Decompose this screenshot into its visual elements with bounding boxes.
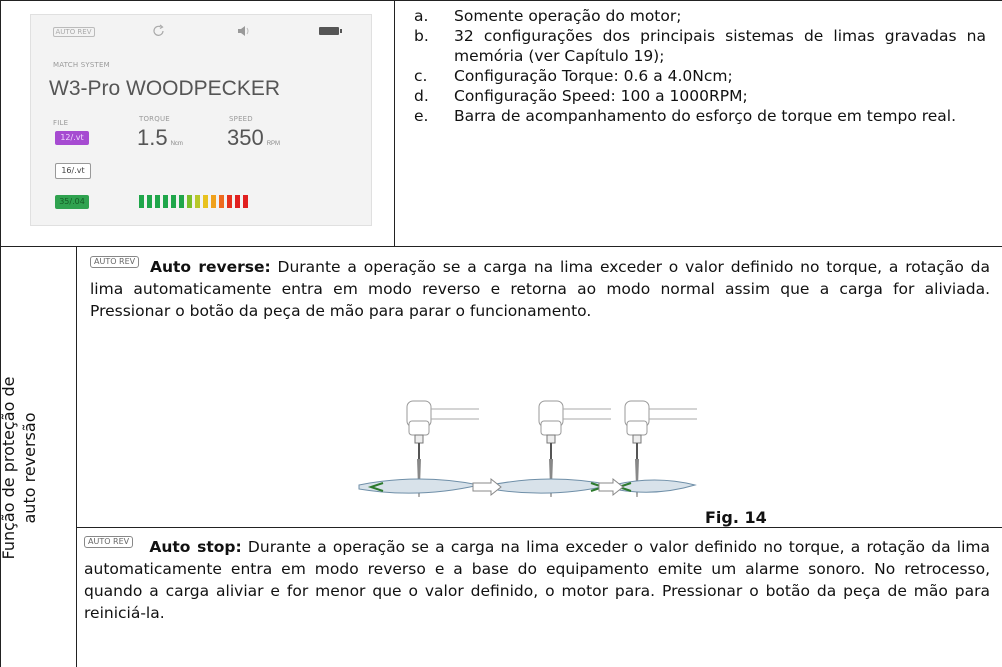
torque-bar-segment: [235, 195, 240, 208]
auto-reverse-title: Auto reverse:: [149, 258, 271, 276]
torque-bar-segment: [147, 195, 152, 208]
auto-stop-title: Auto stop:: [149, 538, 242, 556]
torque-bar-segment: [155, 195, 160, 208]
torque-bar-segment: [227, 195, 232, 208]
side-section-label: Função de proteção de auto reversão: [0, 376, 39, 560]
device-brand: W3-Pro WOODPECKER: [49, 77, 281, 100]
feature-marker: c.: [414, 67, 428, 85]
rotation-arrow-3-icon: [612, 479, 697, 493]
auto-rev-icon: AUTO REV: [52, 27, 95, 37]
feature-item: d. Configuração Speed: 100 a 1000RPM;: [414, 86, 986, 106]
auto-rev-icon: AUTO REV: [84, 536, 134, 548]
feature-marker: b.: [414, 27, 429, 45]
torque-bar-segment: [211, 195, 216, 208]
torque-bar-segment: [195, 195, 200, 208]
subrow-divider: [76, 527, 1002, 528]
rotation-icon: [129, 24, 189, 41]
speed-value: 350: [227, 125, 264, 150]
feature-item: c. Configuração Torque: 0.6 a 4.0Ncm;: [414, 66, 986, 86]
row-divider: [0, 246, 1002, 247]
torque-bar-segment: [187, 195, 192, 208]
file-chip-selected: 12/.vt: [55, 131, 89, 145]
feature-item: a. Somente operação do motor;: [414, 6, 986, 26]
feature-text: Barra de acompanhamento do esforço de to…: [454, 107, 957, 125]
auto-reverse-figure: [358, 400, 698, 498]
match-system-label: MATCH SYSTEM: [53, 61, 110, 69]
speed-unit: RPM: [266, 141, 281, 147]
file-chip-green: 35/.04: [55, 195, 89, 209]
auto-stop-text: Durante a operação se a carga na lima ex…: [84, 538, 991, 622]
cell-divider-top: [394, 0, 395, 246]
feature-marker: d.: [414, 87, 429, 105]
feature-text: 32 configurações dos principais sistemas…: [454, 27, 986, 65]
auto-rev-icon: AUTO REV: [90, 256, 140, 268]
figure-label: Fig. 14: [705, 508, 767, 527]
auto-stop-paragraph: AUTO REV Auto stop: Durante a operação s…: [84, 536, 990, 624]
torque-label: TORQUE: [139, 115, 170, 123]
torque-value: 1.5: [137, 125, 168, 150]
arrow-right-1-icon: [472, 477, 502, 497]
feature-marker: e.: [414, 107, 429, 125]
table-border-left: [0, 0, 1, 667]
feature-text: Configuração Torque: 0.6 a 4.0Ncm;: [454, 67, 733, 85]
speaker-icon: [214, 25, 274, 40]
torque-bar-segment: [219, 195, 224, 208]
auto-reverse-paragraph: AUTO REV Auto reverse: Durante a operaçã…: [90, 256, 990, 322]
speed-label: SPEED: [229, 115, 253, 123]
screen-status-bar: AUTO REV: [31, 15, 371, 49]
rotation-arrow-1-icon: [358, 478, 480, 494]
battery-icon: [318, 26, 342, 35]
file-label: FILE: [53, 119, 69, 127]
auto-reverse-text: Durante a operação se a carga na lima ex…: [90, 258, 990, 320]
feature-marker: a.: [414, 7, 429, 25]
table-border-top: [0, 0, 1002, 1]
feature-list: a. Somente operação do motor; b. 32 configu…: [414, 6, 986, 126]
feature-text: Somente operação do motor;: [454, 7, 682, 25]
feature-text: Configuração Speed: 100 a 1000RPM;: [454, 87, 748, 105]
torque-bar-segment: [203, 195, 208, 208]
torque-bar-segment: [179, 195, 184, 208]
device-screen: AUTO REV MATCH SYSTEM W3-Pro WOODPECKER …: [30, 14, 372, 226]
torque-bar-segment: [243, 195, 248, 208]
arrow-right-2-icon: [598, 477, 624, 497]
file-chip: 16/.vt: [55, 163, 91, 179]
feature-item: b. 32 configurações dos principais sistem…: [414, 26, 986, 66]
torque-effort-bar: [139, 195, 248, 208]
side-column-divider: [76, 246, 77, 667]
torque-bar-segment: [139, 195, 144, 208]
feature-item: e. Barra de acompanhamento do esforço de …: [414, 106, 986, 126]
torque-unit: Ncm: [170, 141, 183, 147]
torque-bar-segment: [163, 195, 168, 208]
torque-bar-segment: [171, 195, 176, 208]
